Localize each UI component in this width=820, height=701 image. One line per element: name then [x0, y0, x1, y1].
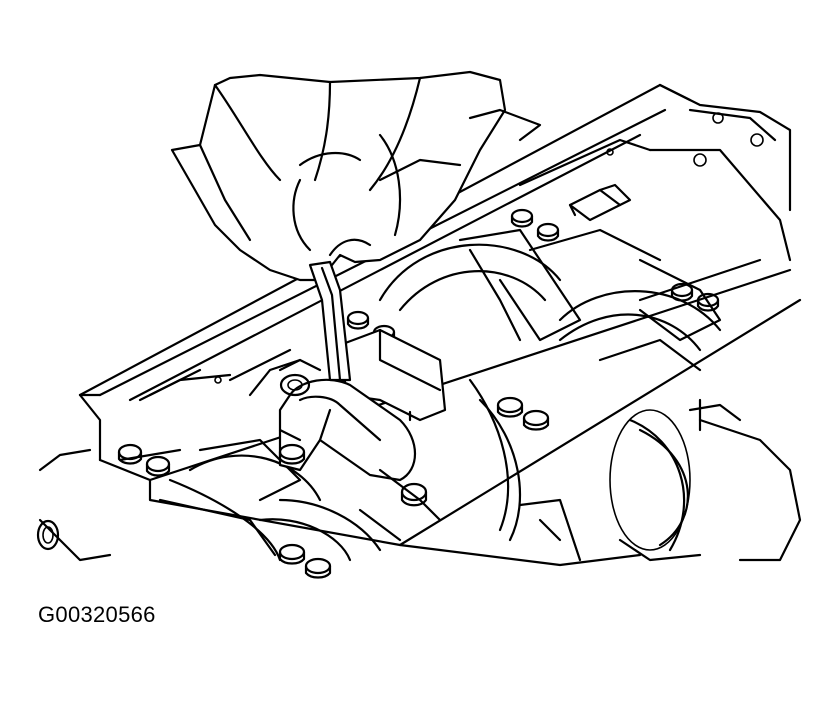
oil-pump-pickup-assembly	[278, 328, 447, 542]
bolt	[346, 310, 370, 330]
bolt	[696, 292, 720, 312]
bolt	[304, 557, 332, 579]
bolt	[510, 208, 534, 228]
bearing-cap-bolts	[117, 208, 720, 579]
bolt	[536, 222, 560, 242]
bolt	[400, 482, 428, 507]
figure-code: G00320566	[38, 602, 156, 627]
bolt	[278, 443, 306, 465]
hand	[170, 70, 507, 282]
pry-tool	[308, 260, 352, 382]
oil-pan-rail-lower	[78, 268, 802, 567]
bolt	[145, 455, 171, 477]
bolt	[278, 543, 306, 565]
block-details	[138, 108, 762, 432]
oil-pressure-fitting	[568, 183, 632, 222]
bolt	[522, 409, 550, 431]
bolt	[117, 443, 143, 465]
oil-pan-rail-upper	[78, 83, 692, 462]
engine-block-casing	[36, 83, 802, 562]
bolt	[496, 396, 524, 418]
crankshaft	[158, 228, 722, 562]
